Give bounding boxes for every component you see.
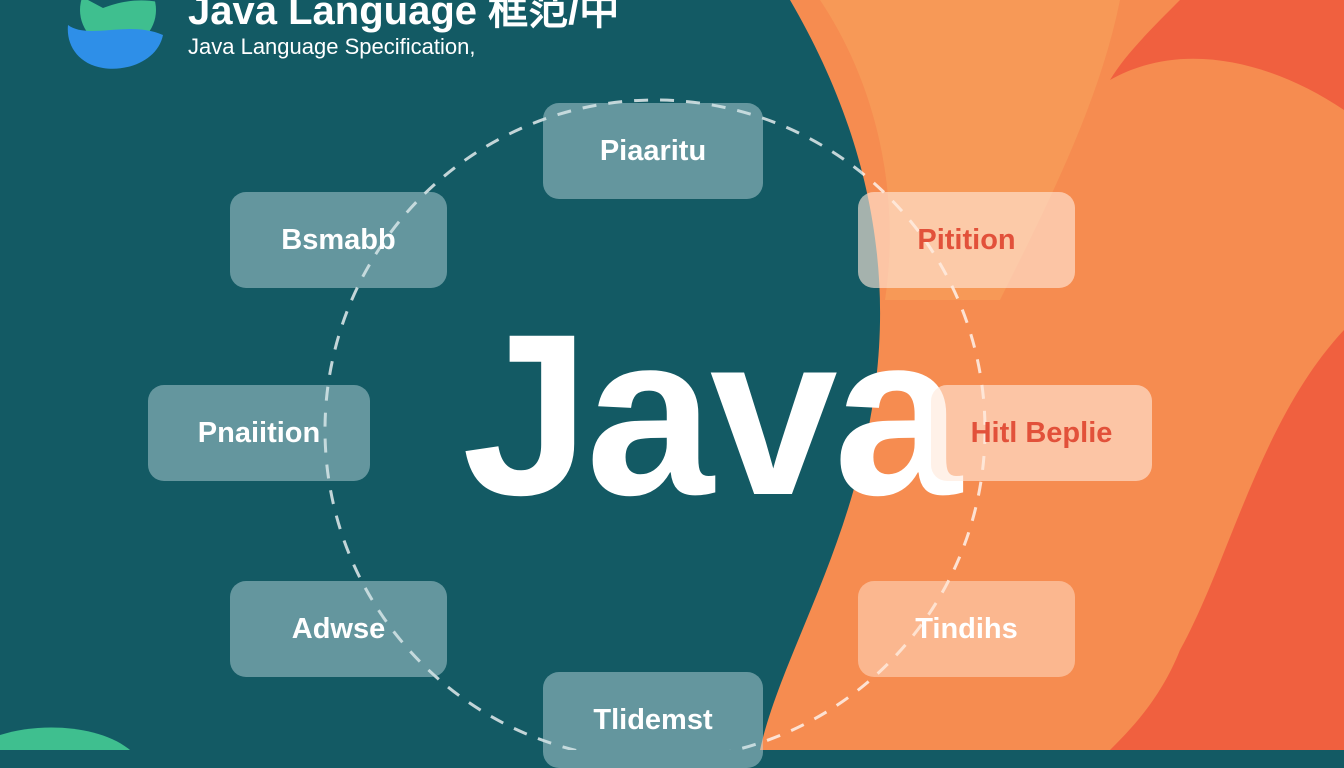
node-label: Piaaritu (599, 134, 707, 167)
node-label: Tindihs (915, 612, 1018, 645)
page-subtitle: Java Language Specification, (188, 34, 476, 59)
red-bottom-shape (1110, 330, 1344, 750)
node-tindihs: Tindihs (858, 581, 1075, 677)
node-adwse: Adwse (230, 581, 447, 677)
logo-icon (67, 0, 163, 69)
node-label: Pitition (917, 223, 1016, 256)
node-tlidemst: Tlidemst (543, 672, 763, 768)
center-java-label: Java (462, 286, 962, 543)
node-piaaritu: Piaaritu (543, 103, 763, 199)
node-label: Adwse (291, 612, 386, 645)
node-hitl-beplie: Hitl Beplie (931, 385, 1152, 481)
node-bsmabb: Bsmabb (230, 192, 447, 288)
green-bottom-blob (0, 727, 130, 750)
page-title: Java Language 框范/中 (188, 0, 620, 33)
red-top-shape-2 (1110, 0, 1344, 110)
node-pitition: Pitition (858, 192, 1075, 288)
node-label: Tlidemst (593, 703, 713, 736)
node-label: Bsmabb (281, 223, 396, 256)
node-label: Pnaiition (197, 416, 321, 449)
node-pnaiition: Pnaiition (148, 385, 370, 481)
background-shapes (0, 0, 1344, 750)
red-top-shape (1110, 0, 1344, 80)
node-label: Hitl Beplie (970, 416, 1113, 449)
